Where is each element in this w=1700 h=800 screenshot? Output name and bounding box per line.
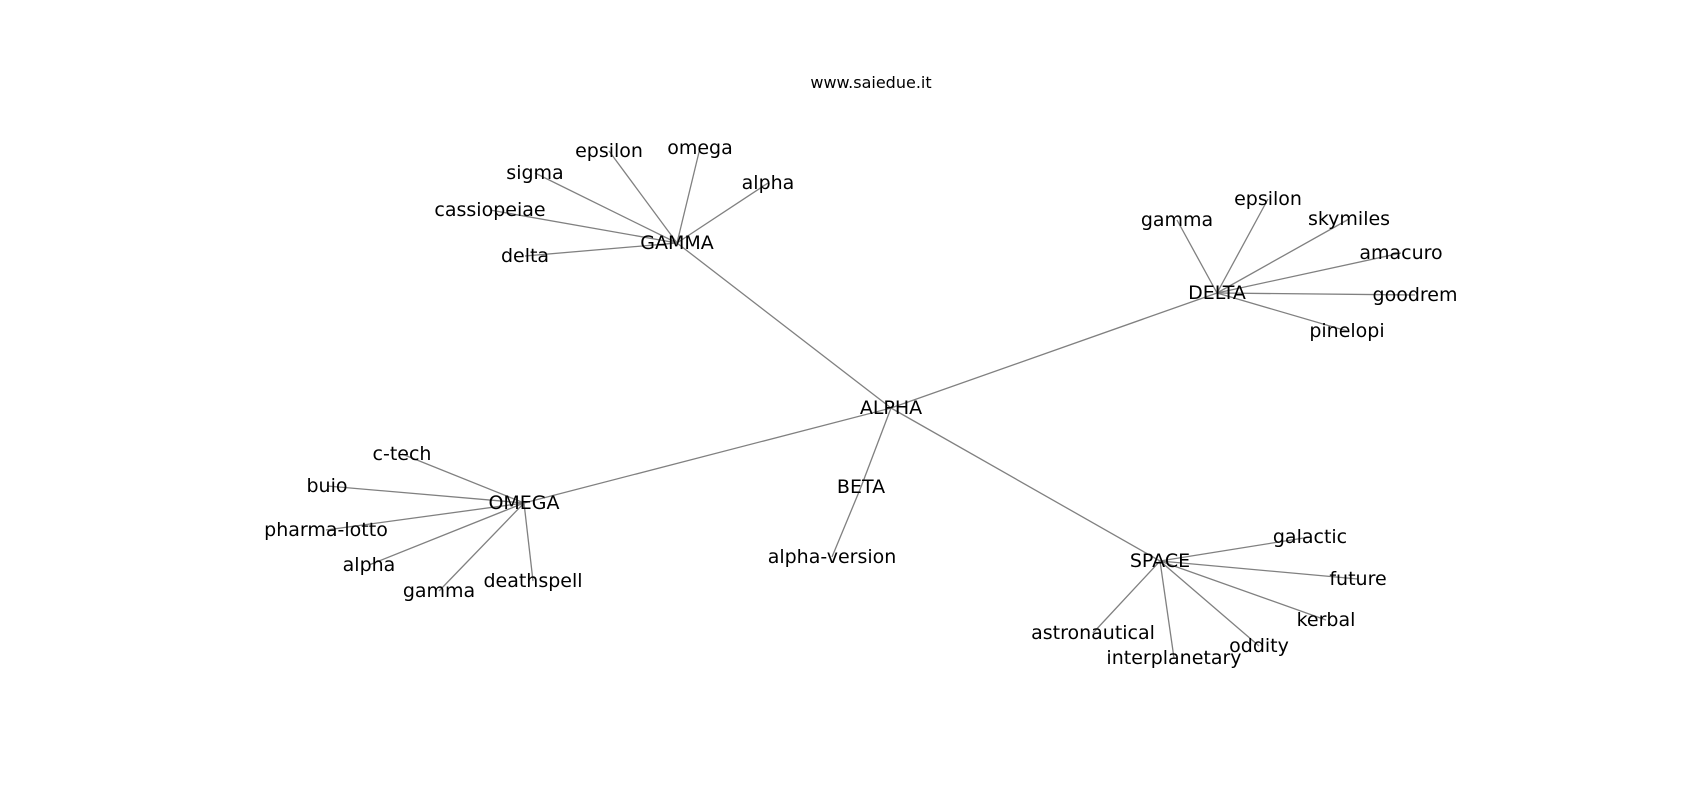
edge-delta-epsilon xyxy=(1216,198,1269,294)
leaf-node-delta-pinelopi: pinelopi xyxy=(1309,320,1384,342)
edge-root-omega xyxy=(523,407,892,504)
edge-space-future xyxy=(1159,560,1359,580)
edge-beta-alpha-version xyxy=(831,486,862,558)
leaf-node-space-oddity: oddity xyxy=(1229,635,1289,657)
edge-gamma-epsilon xyxy=(608,150,678,244)
edge-root-gamma xyxy=(676,242,892,409)
leaf-node-space-kerbal: kerbal xyxy=(1297,609,1356,631)
edge-gamma-delta xyxy=(524,242,678,257)
watermark-text: www.saiedue.it xyxy=(810,73,931,92)
hub-node-beta: BETA xyxy=(837,476,885,498)
edge-space-kerbal xyxy=(1159,560,1327,621)
leaf-node-space-future: future xyxy=(1329,568,1386,590)
edge-gamma-cassiopeiae xyxy=(489,209,678,244)
edge-space-interplanetary xyxy=(1159,560,1175,659)
leaf-node-space-galactic: galactic xyxy=(1273,526,1347,548)
leaf-node-omega-gamma: gamma xyxy=(403,580,475,602)
leaf-node-delta-gamma: gamma xyxy=(1141,209,1213,231)
hub-node-delta: DELTA xyxy=(1188,282,1246,304)
edge-root-beta xyxy=(860,407,892,488)
edge-delta-skymiles xyxy=(1216,218,1350,294)
edge-gamma-alpha xyxy=(676,182,769,244)
leaf-node-gamma-epsilon: epsilon xyxy=(575,140,643,162)
leaf-node-omega-pharma-lotto: pharma-lotto xyxy=(264,519,388,541)
leaf-node-gamma-omega: omega xyxy=(667,137,733,159)
leaf-node-gamma-alpha: alpha xyxy=(742,172,795,194)
leaf-node-gamma-cassiopeiae: cassiopeiae xyxy=(434,199,545,221)
leaf-node-space-astronautical: astronautical xyxy=(1031,622,1155,644)
edge-delta-goodrem xyxy=(1216,292,1416,296)
root-node-label: ALPHA xyxy=(860,397,922,419)
edge-root-space xyxy=(890,407,1161,562)
edge-omega-c-tech xyxy=(401,453,525,504)
leaf-node-delta-skymiles: skymiles xyxy=(1308,208,1390,230)
hub-node-gamma: GAMMA xyxy=(640,232,714,254)
edge-delta-amacuro xyxy=(1216,252,1402,294)
edge-root-delta xyxy=(890,292,1218,409)
edge-omega-alpha xyxy=(368,502,525,566)
edge-omega-buio xyxy=(326,485,525,504)
edge-space-galactic xyxy=(1159,536,1311,562)
edge-delta-pinelopi xyxy=(1216,292,1348,332)
edge-gamma-sigma xyxy=(534,172,678,244)
leaf-node-omega-alpha: alpha xyxy=(343,554,396,576)
edge-space-astronautical xyxy=(1092,560,1161,634)
leaf-node-gamma-delta: delta xyxy=(501,245,549,267)
edge-space-oddity xyxy=(1159,560,1260,647)
edge-omega-deathspell xyxy=(523,502,534,582)
leaf-node-delta-amacuro: amacuro xyxy=(1359,242,1442,264)
edge-gamma-omega xyxy=(676,147,701,244)
leaf-node-beta-alpha-version: alpha-version xyxy=(768,546,897,568)
hub-node-space: SPACE xyxy=(1130,550,1190,572)
hub-node-omega: OMEGA xyxy=(488,492,559,514)
leaf-node-omega-deathspell: deathspell xyxy=(483,570,582,592)
leaf-node-omega-buio: buio xyxy=(306,475,347,497)
edge-layer xyxy=(325,147,1416,659)
label-layer: ALPHA GAMMA sigma epsilon omega alpha cassiope… xyxy=(264,137,1457,669)
edge-delta-gamma xyxy=(1176,219,1218,294)
leaf-node-delta-goodrem: goodrem xyxy=(1373,284,1458,306)
edge-omega-gamma xyxy=(438,502,525,592)
leaf-node-omega-c-tech: c-tech xyxy=(373,443,432,465)
leaf-node-space-interplanetary: interplanetary xyxy=(1106,647,1241,669)
leaf-node-delta-epsilon: epsilon xyxy=(1234,188,1302,210)
leaf-node-gamma-sigma: sigma xyxy=(506,162,563,184)
edge-omega-pharma-lotto xyxy=(325,502,525,531)
